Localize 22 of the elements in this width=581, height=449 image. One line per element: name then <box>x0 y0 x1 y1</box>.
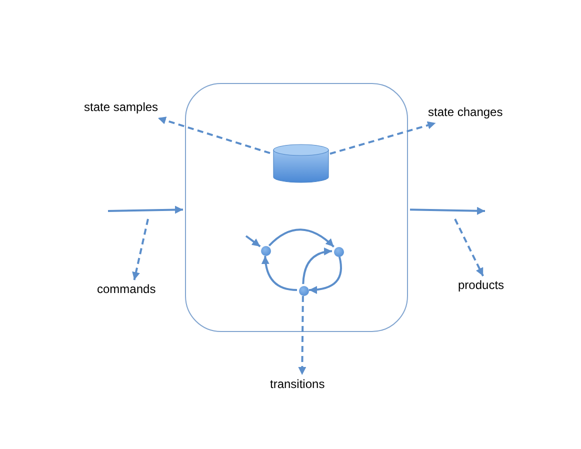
arrow <box>308 256 342 294</box>
output-label: transitions <box>270 377 334 393</box>
dashed-arrow <box>454 218 484 276</box>
state-circle <box>334 247 344 257</box>
output-label: state changes <box>428 105 512 121</box>
state-circle <box>261 246 271 256</box>
arrow <box>108 206 184 214</box>
system-box <box>185 83 408 332</box>
database-cylinder <box>273 144 329 183</box>
arrow <box>262 256 298 291</box>
dashed-arrow <box>330 121 436 155</box>
arrow <box>410 206 486 215</box>
dashed-arrow <box>158 116 270 154</box>
output-label: commands <box>97 282 167 298</box>
arrow <box>302 248 332 284</box>
arrow <box>268 228 334 248</box>
output-label: state samples <box>84 100 168 116</box>
dashed-arrow <box>298 296 306 376</box>
output-label: products <box>458 278 518 294</box>
state-circle <box>299 286 309 296</box>
dashed-arrow <box>132 218 149 280</box>
arrow <box>245 235 261 248</box>
